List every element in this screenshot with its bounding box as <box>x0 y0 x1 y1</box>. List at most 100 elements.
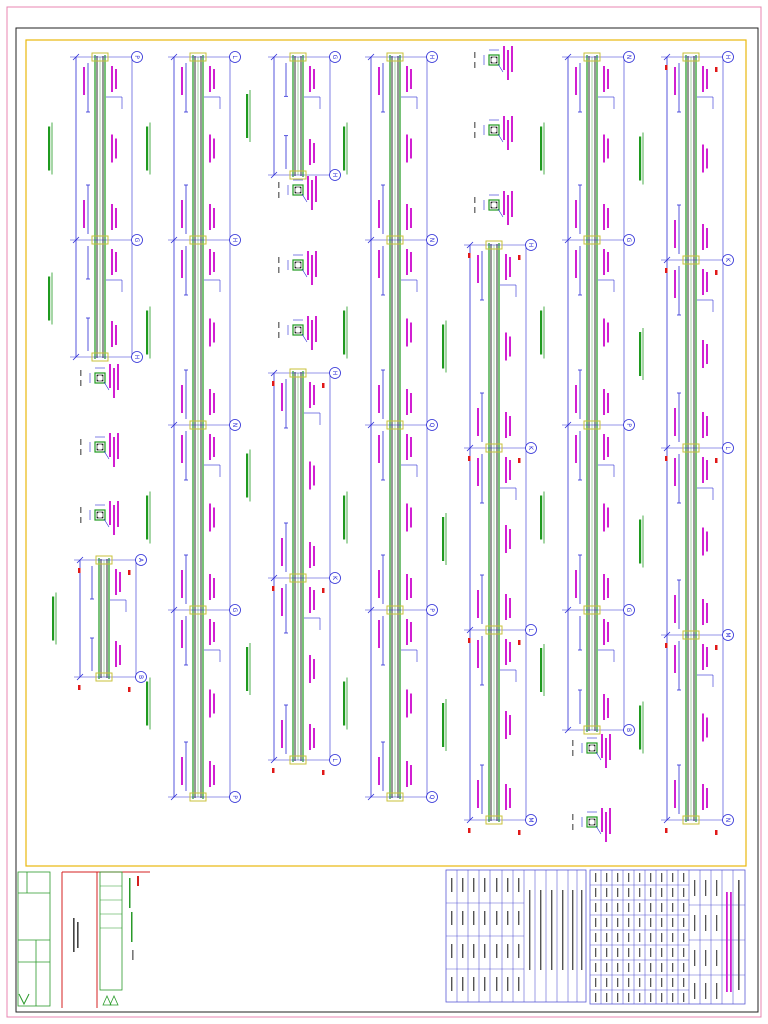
rebar-callout-mark <box>505 412 507 438</box>
support-marker <box>715 458 718 463</box>
dimension-tick <box>170 236 178 244</box>
rebar-callout-mark <box>213 208 215 228</box>
table-cell-text-mark <box>496 977 498 991</box>
rebar-callout-mark <box>410 208 412 228</box>
rebar-callout-mark <box>505 254 507 280</box>
table-cell-text-mark <box>705 915 707 931</box>
support-column-stub <box>583 725 601 735</box>
midspan-callout-mark <box>505 711 507 739</box>
table-cell-text-mark <box>683 873 685 882</box>
support-marker <box>665 268 668 273</box>
grid-bubble <box>329 51 341 63</box>
rebar-callout-mark <box>281 383 283 411</box>
rebar-callout-mark <box>706 603 708 623</box>
section-rebar-dot <box>101 443 104 446</box>
grid-label: N <box>428 238 435 243</box>
beam-cross-sections <box>80 46 611 842</box>
company-logo-icon <box>18 993 30 1006</box>
rebar-callout-mark <box>706 272 708 292</box>
section-rebar-dot <box>593 744 596 747</box>
table-cell-text-mark <box>462 911 464 925</box>
section-outline <box>586 742 598 754</box>
table-cell-text-mark <box>496 911 498 925</box>
section-rebar-dot <box>299 186 302 189</box>
rebar-callout-mark <box>674 645 676 673</box>
section-size-mark <box>474 52 476 58</box>
section-callout-mark <box>109 364 111 388</box>
beam-cross-section <box>474 191 513 225</box>
beam-name-label-mark <box>146 126 149 171</box>
support-marker <box>78 685 81 690</box>
section-leader <box>595 751 602 761</box>
section-callout-mark <box>311 180 313 210</box>
grid-label: H <box>231 238 238 243</box>
support-column-stub <box>682 815 700 825</box>
midspan-callout-mark <box>706 531 708 552</box>
rebar-callout-mark <box>406 204 408 230</box>
table-cell-text-mark <box>617 948 619 957</box>
section-callout-mark <box>307 251 309 275</box>
table-cell-text-mark <box>484 977 486 991</box>
grid-label: G <box>625 608 632 613</box>
support-marker <box>715 270 718 275</box>
support-column-stub <box>289 755 307 765</box>
section-leader <box>497 133 504 143</box>
dimension-tick <box>270 53 278 61</box>
support-marker <box>518 458 521 463</box>
grid-label: H <box>527 243 534 248</box>
table-cell-text-mark <box>617 963 619 972</box>
rebar-callout-mark <box>509 416 511 436</box>
table-cell-text-mark <box>606 933 608 942</box>
support-column-stub <box>386 605 404 615</box>
grid-label: L <box>331 758 338 762</box>
grid-bubble <box>623 234 635 246</box>
table-cell-text-mark <box>628 888 630 897</box>
table-cell-text-mark <box>672 888 674 897</box>
section-rebar-dot <box>588 818 591 821</box>
rebar-callout-mark <box>674 458 676 486</box>
table-cell-text-mark <box>617 993 619 1002</box>
section-rebar-dot <box>495 131 498 134</box>
section-leader <box>301 268 308 278</box>
rebar-callout-mark <box>213 622 215 642</box>
support-column-stub <box>583 605 601 615</box>
rebar-callout-mark <box>213 765 215 785</box>
section-stirrup <box>294 186 302 194</box>
rebar-callout-mark <box>378 67 380 95</box>
rebar-callout-mark <box>111 249 113 275</box>
sheet-border <box>15 27 759 1013</box>
table-cell-text-mark <box>639 873 641 882</box>
table-cell-text-mark <box>462 977 464 991</box>
table-cell-text-mark <box>606 993 608 1002</box>
table-cell-text-mark <box>672 948 674 957</box>
beam-name-label-mark <box>343 310 346 355</box>
beam-name-label-mark <box>540 648 543 692</box>
rebar-callout-mark <box>674 67 676 95</box>
table-cell-text-mark <box>639 993 641 1002</box>
midspan-callout-mark <box>607 322 609 343</box>
rebar-callout-mark <box>410 622 412 642</box>
rebar-callout-mark <box>607 69 609 89</box>
section-callout-mark <box>113 505 115 535</box>
midspan-callout-mark <box>213 138 215 159</box>
rebar-callout-mark <box>477 255 479 283</box>
rebar-callout-mark <box>313 385 315 405</box>
rebar-callout-mark <box>313 143 315 163</box>
grid-bubble <box>426 51 438 63</box>
dimension-tick <box>170 793 178 801</box>
rebar-callout-mark <box>674 270 676 298</box>
table-cell-text-mark <box>661 963 663 972</box>
table-cell-text-mark <box>617 933 619 942</box>
rebar-callout-mark <box>209 249 211 275</box>
table-cell-text-mark <box>661 873 663 882</box>
dimension-tick <box>170 421 178 429</box>
section-rebar-dot <box>588 749 591 752</box>
rebar-callout-mark <box>575 67 577 95</box>
grid-bubble <box>722 51 734 63</box>
support-column-stub <box>485 443 503 453</box>
rebar-callout-mark <box>575 570 577 598</box>
beam-name-label-mark <box>343 681 346 726</box>
rebar-callout-mark <box>209 389 211 415</box>
table-cell-text-mark <box>661 903 663 912</box>
table-cell-text-mark <box>672 918 674 927</box>
